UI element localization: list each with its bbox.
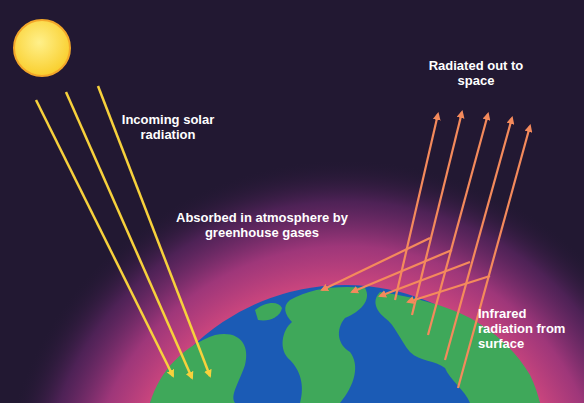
infrared-label: Infrared radiation from surface <box>478 306 578 351</box>
atmosphere-glow <box>0 160 584 403</box>
absorbed-label: Absorbed in atmosphere by greenhouse gas… <box>147 210 377 240</box>
space-label: Radiated out to space <box>421 58 531 88</box>
sun <box>14 20 70 76</box>
solar-label: Incoming solar radiation <box>108 112 228 142</box>
